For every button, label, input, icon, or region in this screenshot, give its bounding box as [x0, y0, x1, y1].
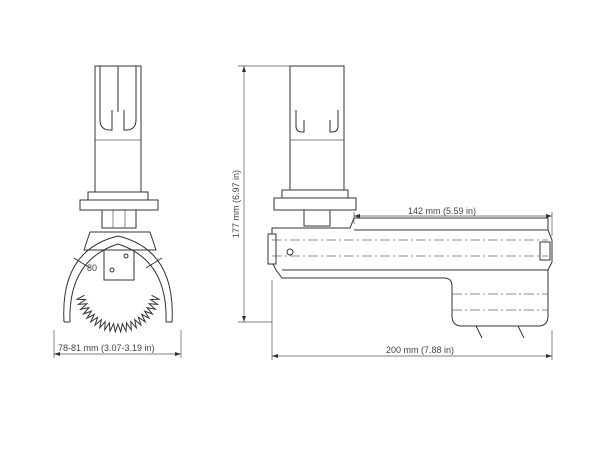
front-flange: [79, 199, 159, 211]
front-serrated-jaw: [75, 294, 161, 334]
width-dimension: 78-81 mm (3.07-3.19 in): [53, 330, 182, 358]
side-flange: [273, 197, 357, 211]
front-clamp-arc-inner: [69, 243, 167, 323]
front-flange-top: [87, 191, 149, 201]
part-number-label: 80: [87, 263, 97, 273]
total-length-dimension-label: 200 mm (7.88 in): [386, 345, 454, 355]
front-clamp-arc-outer: [63, 235, 173, 323]
side-end-block: [539, 241, 551, 261]
front-view: 80: [63, 65, 173, 334]
side-flange-top: [281, 189, 349, 199]
front-post-right-hook: [123, 66, 137, 131]
height-dimension: 177 mm (6.97 in): [231, 65, 290, 323]
front-post-left-hook: [99, 66, 113, 131]
side-neck: [303, 209, 331, 227]
side-post: [289, 65, 345, 193]
side-view: [267, 65, 553, 339]
front-neck: [101, 209, 137, 229]
side-post-left-hook: [295, 110, 305, 133]
front-clamp-plate: [103, 249, 135, 281]
height-dimension-label: 177 mm (6.97 in): [231, 170, 241, 238]
total-length-dimension: 200 mm (7.88 in): [271, 280, 553, 360]
side-clamp-end: [267, 233, 277, 265]
front-clamp-bracket: [83, 231, 157, 251]
side-post-right-hook: [329, 110, 339, 133]
arm-length-dimension-label: 142 mm (5.59 in): [408, 206, 476, 216]
width-dimension-label: 78-81 mm (3.07-3.19 in): [58, 343, 155, 353]
side-arm-body: [271, 217, 553, 327]
arm-length-dimension: 142 mm (5.59 in): [353, 206, 553, 236]
